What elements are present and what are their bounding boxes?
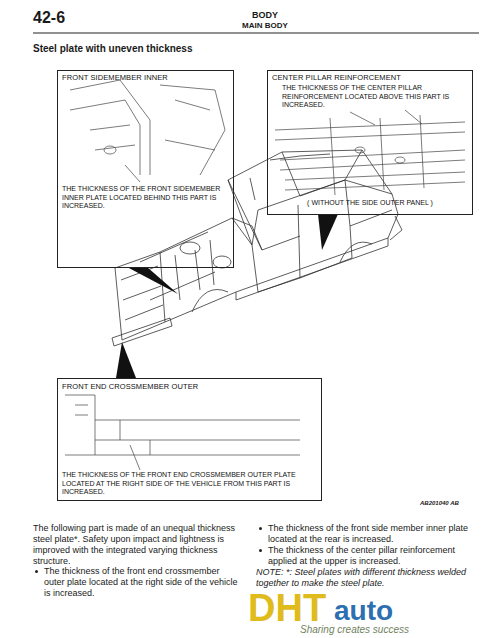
drawing-stroke (70, 80, 150, 175)
drawing-stroke (33, 33, 479, 34)
drawing-stroke (390, 216, 402, 240)
drawing-stroke (115, 252, 165, 340)
body-paragraph: The following part is made of an unequal… (33, 523, 240, 567)
drawing-stroke (258, 205, 352, 292)
bullet-dot (259, 527, 262, 530)
drawing-stroke (228, 150, 362, 245)
watermark-logo-text: DHT (248, 588, 326, 628)
header-rule (33, 33, 479, 34)
callout-box: CENTER PILLAR REINFORCEMENT THE THICKNESS… (267, 70, 473, 215)
drawing-stroke (350, 110, 422, 125)
callout-note: THE THICKNESS OF THE CENTER PILLAR REINF… (282, 84, 462, 109)
drawing-stroke (175, 240, 214, 300)
bullet-item-text: The thickness of the center pillar reinf… (268, 545, 476, 567)
drawing-stroke (75, 405, 88, 415)
bullet-item-text: The thickness of the front side member i… (268, 523, 476, 545)
section-title: Steel plate with uneven thickness (33, 43, 193, 54)
bullet-item-text: The thickness of the front end crossmemb… (44, 566, 240, 599)
page-number-text: 42-6 (33, 9, 65, 27)
drawing-stroke (395, 157, 405, 163)
drawing-stroke (355, 147, 365, 153)
watermark-slogan-text: Sharing creates success (300, 624, 409, 636)
header-subsection: MAIN BODY (215, 21, 315, 30)
detail-sketches (65, 80, 465, 470)
watermark-logo: auto (334, 596, 393, 626)
header-section: BODY (225, 10, 305, 20)
drawing-stroke (125, 165, 140, 182)
drawing-stroke (262, 180, 345, 250)
drawing-stroke (275, 122, 465, 190)
drawing-stroke (213, 256, 231, 268)
callout-box: FRONT SIDEMEMBER INNER THE THICKNESS OF T… (57, 70, 234, 268)
section-title-text: Steel plate with uneven thickness (33, 43, 193, 54)
callout-pointers (116, 214, 338, 378)
drawing-stroke (112, 318, 172, 346)
header-subsection-text: MAIN BODY (215, 21, 315, 30)
figure-code: AB201040 AB (420, 500, 459, 506)
drawing-stroke (318, 214, 338, 250)
drawing-stroke (160, 85, 225, 175)
drawing-stroke (130, 445, 140, 470)
callout-heading: FRONT SIDEMEMBER INNER (62, 74, 230, 82)
watermark-logo: DHT (248, 588, 326, 628)
callout-note: THE THICKNESS OF THE FRONT END CROSSMEMB… (62, 471, 312, 496)
watermark-logo-text: auto (334, 596, 393, 626)
footnote-text: NOTE: *: Steel plates with different thi… (256, 567, 476, 589)
bullet-item: The thickness of the front side member i… (268, 523, 476, 545)
car-body-wireframe (112, 150, 402, 346)
body-paragraph-text: The following part is made of an unequal… (33, 523, 240, 567)
callout-box: FRONT END CROSSMEMBER OUTER THE THICKNESS… (57, 378, 322, 501)
drawing-stroke (192, 290, 228, 313)
page-number: 42-6 (33, 9, 65, 27)
header-section-text: BODY (225, 10, 305, 20)
callout-heading: FRONT END CROSSMEMBER OUTER (62, 383, 317, 391)
drawing-stroke (236, 238, 388, 300)
drawing-stroke (160, 218, 252, 322)
bullet-dot (35, 570, 38, 573)
callout-note: ( WITHOUT THE SIDE OUTER PANEL ) (268, 199, 472, 207)
footnote: NOTE: *: Steel plates with different thi… (256, 567, 476, 589)
drawing-stroke (180, 242, 200, 254)
drawing-stroke (340, 242, 372, 262)
drawing-stroke (127, 267, 178, 294)
drawing-stroke (116, 342, 136, 378)
watermark-slogan: Sharing creates success (300, 624, 409, 636)
bullet-item: The thickness of the front end crossmemb… (44, 566, 240, 599)
drawing-stroke (65, 395, 300, 455)
drawing-stroke (104, 146, 116, 154)
drawing-stroke (232, 218, 262, 292)
drawing-stroke (250, 154, 330, 200)
callout-note: THE THICKNESS OF THE FRONT SIDEMEMBER IN… (62, 185, 222, 210)
drawing-stroke (330, 115, 424, 195)
callout-heading: CENTER PILLAR REINFORCEMENT (272, 74, 468, 82)
drawing-stroke (236, 180, 398, 292)
bullet-dot (259, 549, 262, 552)
figure-code-text: AB201040 AB (420, 500, 459, 506)
bullet-item: The thickness of the center pillar reinf… (268, 545, 476, 567)
drawing-stroke (140, 232, 215, 300)
